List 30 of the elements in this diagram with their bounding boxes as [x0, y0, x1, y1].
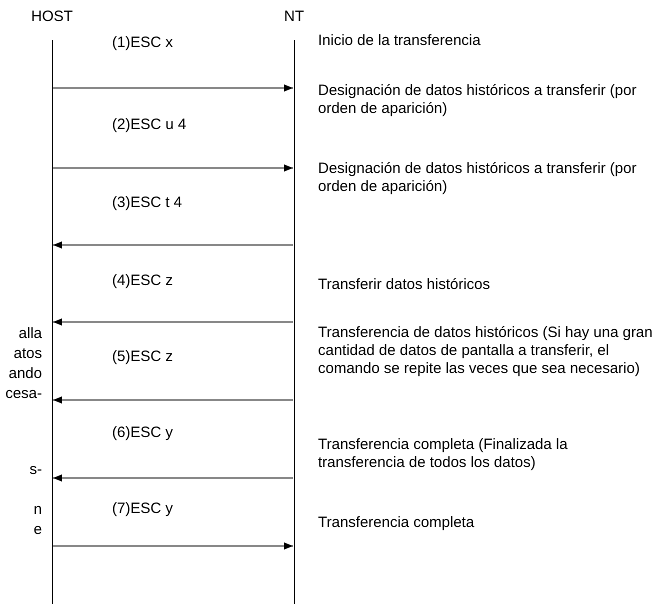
step-description: Transferencia completa	[318, 514, 476, 532]
message-label: (4)ESC z	[112, 272, 173, 289]
step-description: Transferencia completa (Finalizada la transferencia de todos los datos)	[318, 436, 569, 472]
step-description: Designación de datos históricos a transferir (por orden de aparición)	[318, 82, 638, 118]
message-label: (1)ESC x	[112, 34, 173, 51]
step-description: Designación de datos históricos a transferir (por orden de aparición)	[318, 160, 638, 196]
message-arrow	[53, 474, 293, 482]
message-arrow	[53, 542, 293, 550]
cut-off-text: alla	[18, 324, 42, 344]
message-label: (6)ESC y	[112, 424, 173, 441]
step-description: Inicio de la transferencia	[318, 32, 482, 50]
message-arrow	[53, 241, 293, 249]
message-arrow	[53, 318, 293, 326]
message-arrow	[53, 84, 293, 92]
cut-off-text: s-	[30, 460, 42, 480]
cut-off-text: cesa-	[5, 384, 42, 404]
step-description: Transferencia de datos históricos (Si hay una gran cantidad de datos de pantalla a transferir, el comando se repite las veces que sea necesario)	[318, 324, 654, 378]
message-label: (7)ESC y	[112, 500, 173, 517]
message-arrow	[53, 164, 293, 172]
participant-name: HOST	[30, 8, 74, 25]
message-arrow	[53, 396, 293, 404]
step-description: Transferir datos históricos	[318, 276, 492, 294]
cut-off-text: atos	[14, 344, 42, 364]
cut-off-text: e	[34, 520, 42, 540]
message-label: (5)ESC z	[112, 348, 173, 365]
cut-off-text: n	[34, 500, 42, 520]
message-label: (2)ESC u 4	[112, 116, 186, 133]
participant-name: NT	[283, 8, 305, 25]
cut-off-text: ando	[8, 364, 42, 384]
message-label: (3)ESC t 4	[112, 194, 182, 211]
